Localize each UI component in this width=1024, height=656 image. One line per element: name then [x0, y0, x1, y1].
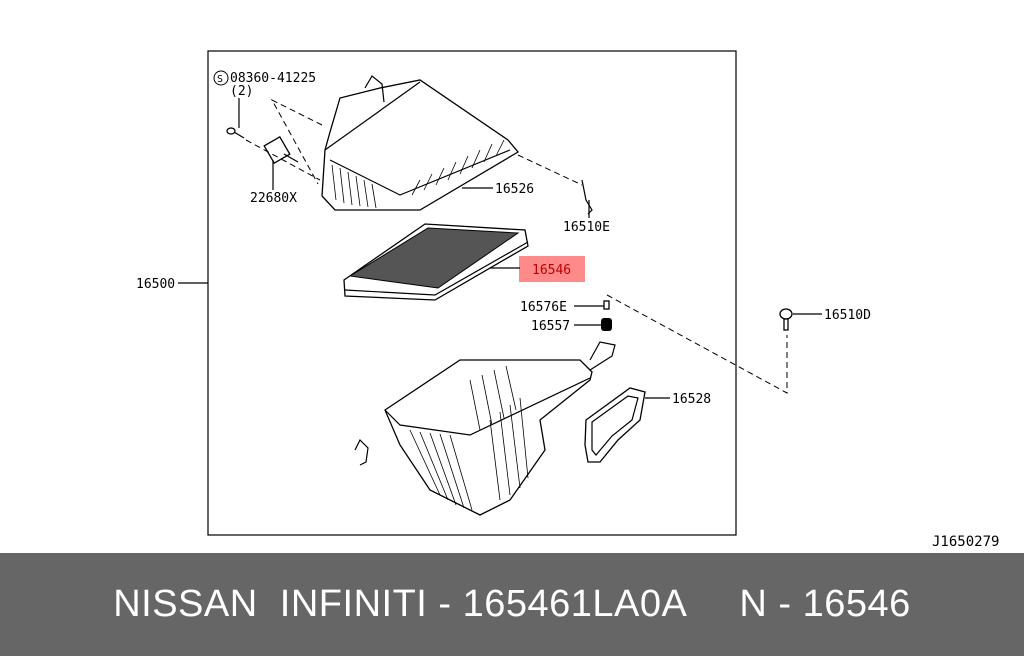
parts-diagram: 16500 S 08360-41225 (2) 22680X 16526: [136, 50, 999, 550]
ref-number-text: N - 16546: [739, 583, 911, 625]
screw-symbol-icon: [213, 70, 229, 86]
label-16557[interactable]: 16557: [531, 319, 570, 334]
separator-text: -: [427, 583, 463, 625]
assembly-frame: [207, 50, 737, 536]
label-16500[interactable]: 16500: [136, 277, 175, 292]
part-info-banner: NISSAN INFINITI - 165461LA0A N - 16546: [0, 553, 1024, 656]
air-cleaner-upper-cover-16526: [321, 75, 519, 211]
label-16546[interactable]: 16546: [532, 263, 571, 278]
label-16510e[interactable]: 16510E: [563, 220, 610, 235]
label-22680x[interactable]: 22680X: [250, 191, 297, 206]
highlight-16546: [519, 256, 585, 282]
label-08360-41225[interactable]: 08360-41225: [230, 71, 316, 86]
label-qty: (2): [230, 84, 253, 99]
insulator-16557: [601, 318, 612, 331]
grommet-16576e: [603, 300, 610, 310]
seal-16528: [584, 387, 646, 463]
part-number-text: 165461LA0A: [462, 583, 688, 625]
label-16526[interactable]: 16526: [495, 182, 534, 197]
airflow-sensor-22680x: [263, 135, 299, 165]
screw-symbol-text: S: [217, 74, 223, 85]
label-16510d[interactable]: 16510D: [824, 308, 871, 323]
clip-16510e: [581, 179, 593, 215]
bolt-16510d-icon: [779, 308, 793, 331]
air-cleaner-lower-body: [354, 341, 616, 516]
air-filter-element-16546: [343, 223, 529, 301]
bolt-08360-icon: [226, 127, 245, 139]
label-16528[interactable]: 16528: [672, 392, 711, 407]
drawing-code: J1650279: [932, 534, 999, 550]
label-16576e[interactable]: 16576E: [520, 300, 567, 315]
brand-text: NISSAN INFINITI: [113, 583, 428, 625]
